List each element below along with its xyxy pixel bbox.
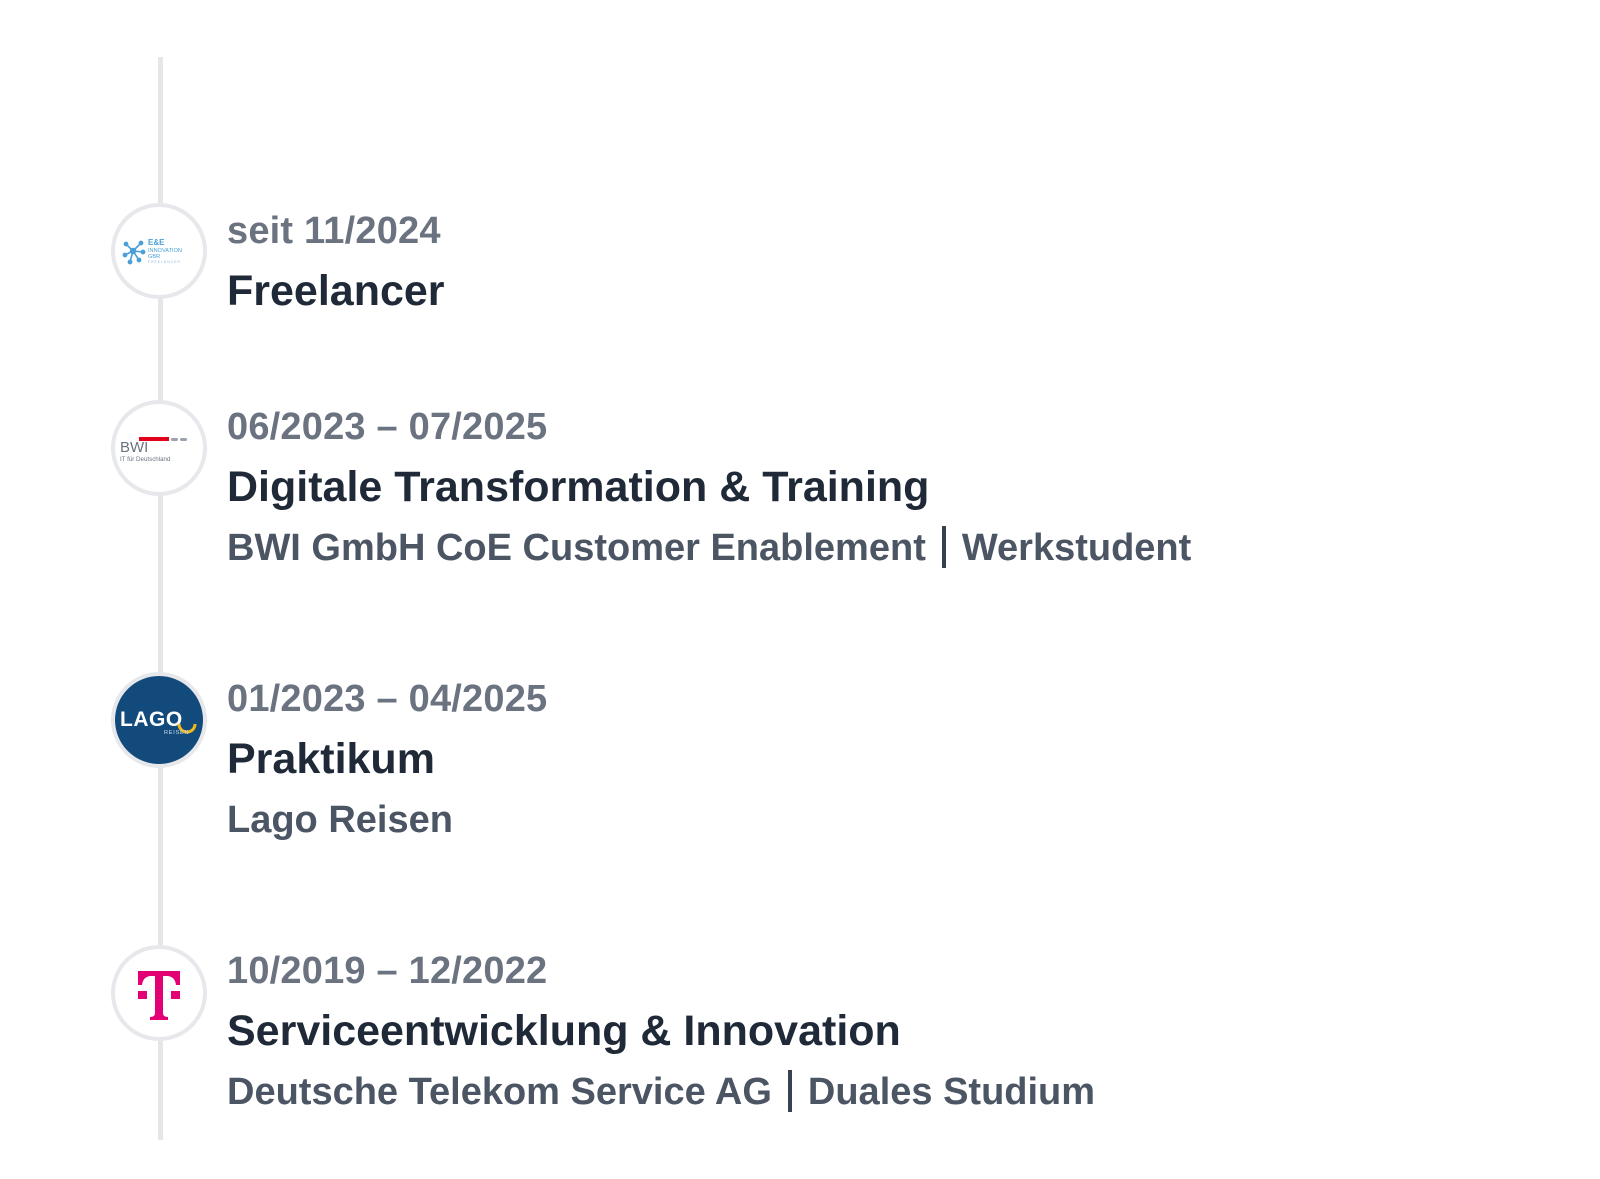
logo-text: INNOVATION	[148, 248, 182, 254]
entry-company: Lago Reisen	[227, 799, 453, 841]
logo-text: REISEN	[164, 730, 189, 736]
lago-reisen-logo: LAGO REISEN	[111, 672, 207, 768]
ee-innovation-logo: E&E INNOVATION GBR FREELANCER	[111, 203, 207, 299]
entry-date: 01/2023 – 04/2025	[227, 678, 548, 720]
entry-title: Serviceentwicklung & Innovation	[227, 1007, 901, 1055]
timeline-line	[158, 57, 163, 1140]
logo-text: FREELANCER	[148, 260, 181, 264]
entry-title: Digitale Transformation & Training	[227, 463, 930, 511]
logo-text: E&E	[148, 238, 165, 247]
logo-text: BWI	[120, 439, 148, 456]
logo-text: GBR	[148, 254, 160, 260]
logo-text: IT für Deutschland	[120, 456, 171, 463]
entry-role: Werkstudent	[961, 527, 1192, 569]
entry-company: Deutsche Telekom Service AG	[227, 1071, 772, 1113]
entry-company: BWI GmbH CoE Customer Enablement	[227, 527, 926, 569]
telekom-logo	[111, 945, 207, 1041]
entry-text: 06/2023 – 07/2025 Digitale Transformatio…	[227, 405, 1580, 570]
bwi-logo: BWI IT für Deutschland	[111, 400, 207, 496]
entry-text: seit 11/2024 Freelancer	[227, 209, 1580, 316]
entry-date: 10/2019 – 12/2022	[227, 950, 548, 992]
entry-role: Duales Studium	[807, 1071, 1096, 1113]
separator	[787, 1070, 792, 1112]
entry-date: seit 11/2024	[227, 210, 441, 252]
entry-text: 10/2019 – 12/2022 Serviceentwicklung & I…	[227, 949, 1580, 1114]
entry-subtitle: Deutsche Telekom Service AG Duales Studiu…	[227, 1070, 1580, 1114]
entry-title: Freelancer	[227, 267, 445, 315]
separator	[941, 526, 946, 568]
entry-date: 06/2023 – 07/2025	[227, 406, 548, 448]
entry-subtitle: Lago Reisen	[227, 798, 1580, 842]
entry-title: Praktikum	[227, 735, 435, 783]
entry-subtitle: BWI GmbH CoE Customer Enablement Werkstud…	[227, 526, 1580, 570]
entry-text: 01/2023 – 04/2025 Praktikum Lago Reisen	[227, 677, 1580, 842]
logo-text: LAGO	[120, 708, 183, 731]
